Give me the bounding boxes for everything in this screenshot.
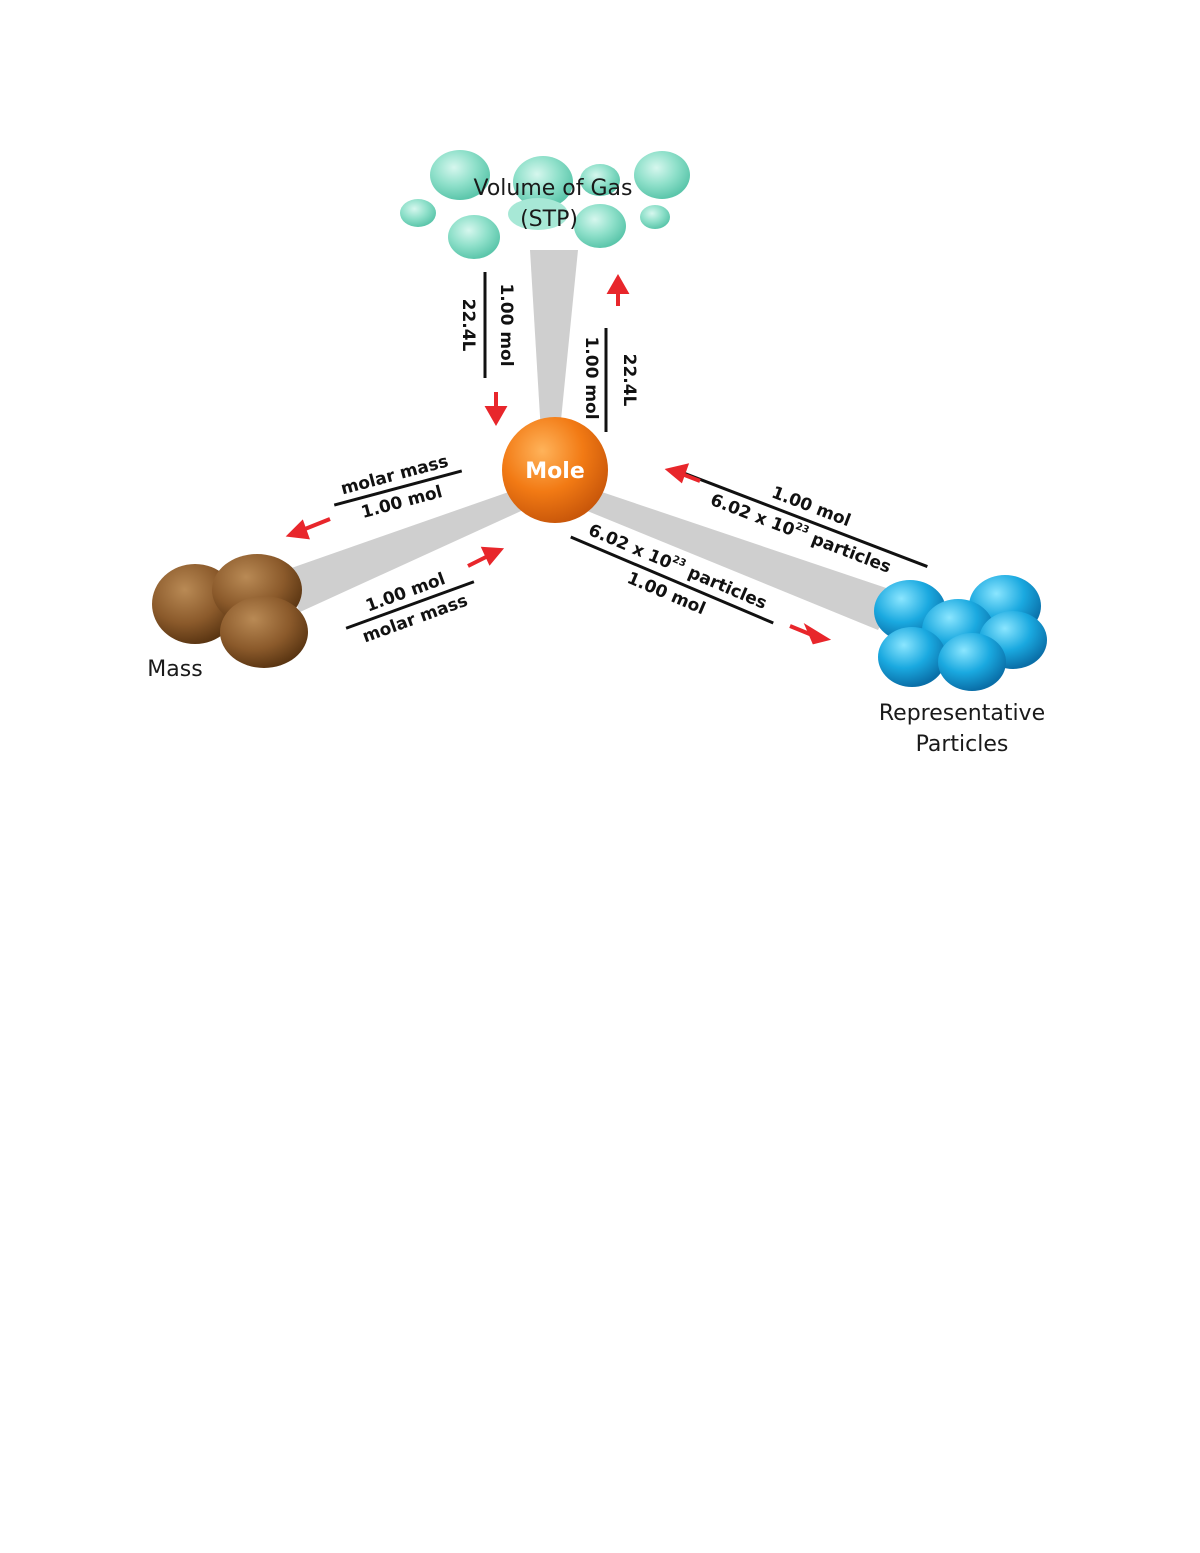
gas-label-line1: Volume of Gas [473,176,632,201]
arrow-particles-to-mole [664,463,701,484]
arrow-mass-to-mole [467,546,505,568]
particles-cluster [874,575,1047,691]
mole-label: Mole [525,459,584,484]
connector-particles [580,488,898,630]
mole-to-particles-numerator-exp: 23 [671,554,688,570]
connector-gas [530,250,578,450]
particles-label-line1: Representative [879,701,1045,726]
arrow-to-mass [285,517,331,540]
gas-cloud [400,150,690,259]
mole-to-gas-denominator: 1.00 mol [581,336,601,419]
arrow-down-to-mole [484,392,508,427]
arrow-to-particles [789,623,832,645]
mole-to-gas-numerator: 22.4L [619,354,639,407]
particles-to-mole-denominator-exp: 23 [794,521,811,536]
connector-mass [280,488,532,612]
gas-to-mole-numerator: 1.00 mol [496,283,516,366]
gas-label-line2: (STP) [520,207,578,232]
mole-node [502,417,608,523]
particles-label-line2: Particles [916,732,1009,757]
mass-label: Mass [147,657,202,682]
conversion-mole-to-gas: 22.4L 1.00 mol [581,328,639,432]
connectors [280,250,898,630]
conversion-particles-to-mole: 1.00 mol 6.02 x 1023 particles [684,472,928,578]
arrow-up-to-gas [606,273,630,306]
mass-cluster [152,554,308,668]
conversion-gas-to-mole: 1.00 mol 22.4L [458,272,516,378]
gas-to-mole-denominator: 22.4L [458,299,478,352]
